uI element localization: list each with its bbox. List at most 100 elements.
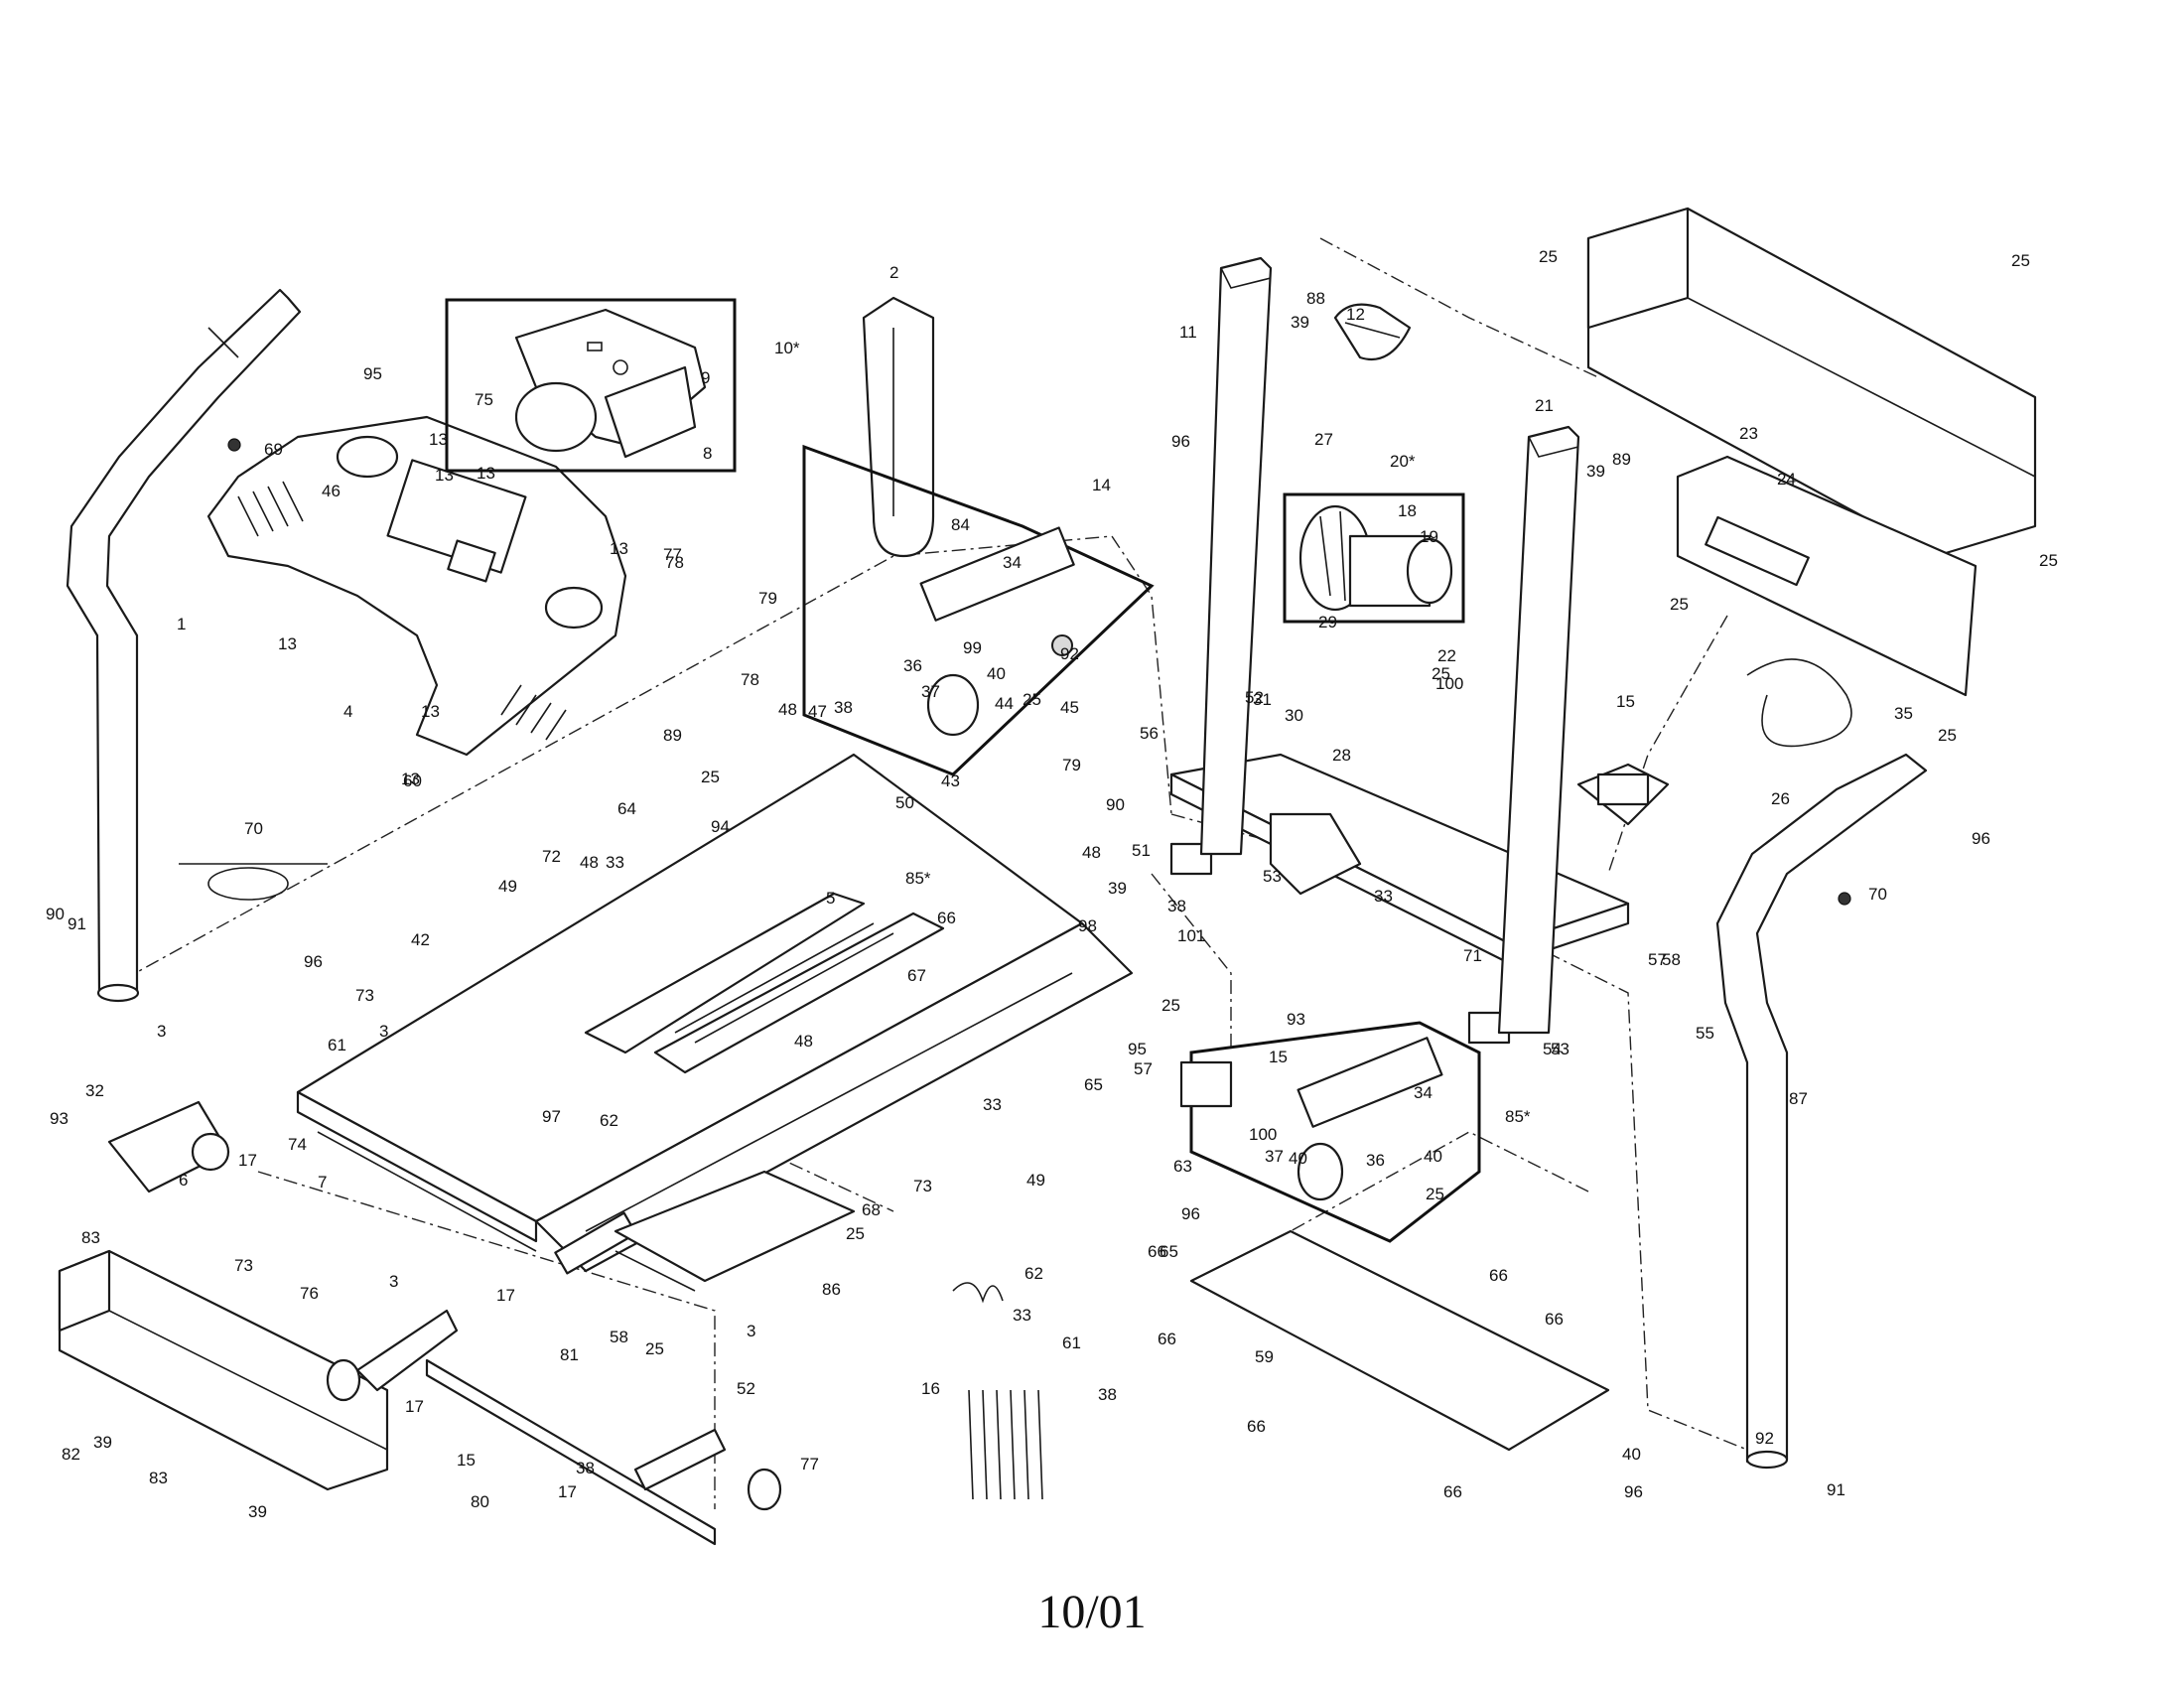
callout: 72 (542, 847, 561, 866)
callout: 66 (1545, 1310, 1564, 1329)
callout: 100 (1249, 1125, 1277, 1144)
callout: 90 (1106, 795, 1125, 814)
callout: 54 (1543, 1040, 1562, 1058)
callout: 85* (1505, 1107, 1531, 1126)
callout: 4 (343, 702, 352, 721)
callout: 85* (905, 869, 931, 888)
controller-board (1576, 763, 1670, 826)
callout: 33 (1013, 1306, 1031, 1325)
callout: 95 (1128, 1040, 1147, 1058)
callout: 27 (1314, 430, 1333, 449)
callout: 25 (2011, 251, 2030, 270)
callout: 38 (1167, 897, 1186, 915)
callout: 48 (794, 1032, 813, 1051)
callout: 15 (457, 1451, 476, 1470)
roller-assembly (107, 1100, 782, 1546)
callout: 96 (1972, 829, 1990, 848)
callout: 25 (1426, 1185, 1444, 1203)
hardware-kit (952, 1282, 1043, 1500)
callout: 83 (149, 1469, 168, 1487)
callout: 60 (403, 772, 422, 790)
frame-post-left (1199, 256, 1273, 856)
callout: 40 (1289, 1149, 1307, 1168)
callout: 33 (606, 853, 624, 872)
callout: 57 (1134, 1059, 1153, 1078)
callout: 22 (1437, 646, 1456, 665)
callout: 47 (808, 702, 827, 721)
callout: 48 (1082, 843, 1101, 862)
callout: 24 (1777, 470, 1796, 489)
callout: 83 (81, 1228, 100, 1247)
left-upright (66, 288, 302, 1003)
callout: 13 (610, 539, 628, 558)
callout: 25 (1432, 664, 1450, 683)
callout: 19 (1420, 527, 1438, 546)
callout: 93 (50, 1109, 68, 1128)
callout: 53 (1551, 1040, 1570, 1058)
callout: 80 (471, 1492, 489, 1511)
callout: 77 (800, 1455, 819, 1474)
callout: 36 (903, 656, 922, 675)
callout: 66 (937, 909, 956, 927)
callout: 66 (1247, 1417, 1266, 1436)
callout: 26 (1771, 789, 1790, 808)
callout: 9 (701, 368, 710, 387)
callout: 71 (1463, 946, 1482, 965)
callout: 51 (1132, 841, 1151, 860)
callout: 45 (1060, 698, 1079, 717)
callout: 55 (1696, 1024, 1714, 1043)
callout: 38 (834, 698, 853, 717)
drive-motor-box (1283, 492, 1465, 624)
right-upright (1715, 753, 1928, 1470)
callout: 56 (1140, 724, 1159, 743)
walking-deck (296, 753, 1134, 1275)
callout: 30 (1285, 706, 1303, 725)
callout: 64 (617, 799, 636, 818)
callout: 96 (1624, 1482, 1643, 1501)
callout: 39 (1108, 879, 1127, 898)
callout: 39 (248, 1502, 267, 1521)
callout: 96 (304, 952, 323, 971)
callout: 25 (1938, 726, 1957, 745)
callout: 52 (1245, 688, 1264, 707)
callout: 3 (157, 1022, 166, 1041)
callout: 79 (1062, 756, 1081, 774)
callout: 15 (1269, 1048, 1288, 1066)
callout: 62 (600, 1111, 618, 1130)
part-callouts: 1 2 3 3 3 3 4 5 6 7 8 9 10* 11 12 13 13 … (46, 247, 2058, 1521)
callout: 93 (1287, 1010, 1305, 1029)
motor-hood (1586, 207, 2037, 558)
callout: 86 (822, 1280, 841, 1299)
callout: 58 (1662, 950, 1681, 969)
callout: 40 (1424, 1147, 1442, 1166)
callout: 65 (1160, 1242, 1178, 1261)
callout: 59 (1255, 1347, 1274, 1366)
callout: 91 (68, 914, 86, 933)
callout: 13 (278, 634, 297, 653)
drive-belt (1333, 303, 1412, 361)
callout: 90 (46, 905, 65, 923)
power-cord (1746, 658, 1852, 748)
callout: 34 (1414, 1083, 1433, 1102)
callout: 35 (1894, 704, 1913, 723)
callout: 92 (1755, 1429, 1774, 1448)
incline-motor-box-lower (1179, 1021, 1481, 1243)
callout: 76 (300, 1284, 319, 1303)
callout: 7 (318, 1173, 327, 1192)
callout: 98 (1078, 916, 1097, 935)
callout: 13 (429, 430, 448, 449)
callout: 37 (1265, 1147, 1284, 1166)
callout: 20* (1390, 452, 1416, 471)
callout: 48 (580, 853, 599, 872)
callout: 66 (1443, 1482, 1462, 1501)
base-pan (1189, 1229, 1610, 1452)
callout: 29 (1318, 613, 1337, 632)
callout: 65 (1084, 1075, 1103, 1094)
callout: 88 (1306, 289, 1325, 308)
callout: 53 (1263, 867, 1282, 886)
console-assembly-box (445, 298, 737, 473)
callout: 17 (238, 1151, 257, 1170)
callout: 40 (987, 664, 1006, 683)
callout: 42 (411, 930, 430, 949)
